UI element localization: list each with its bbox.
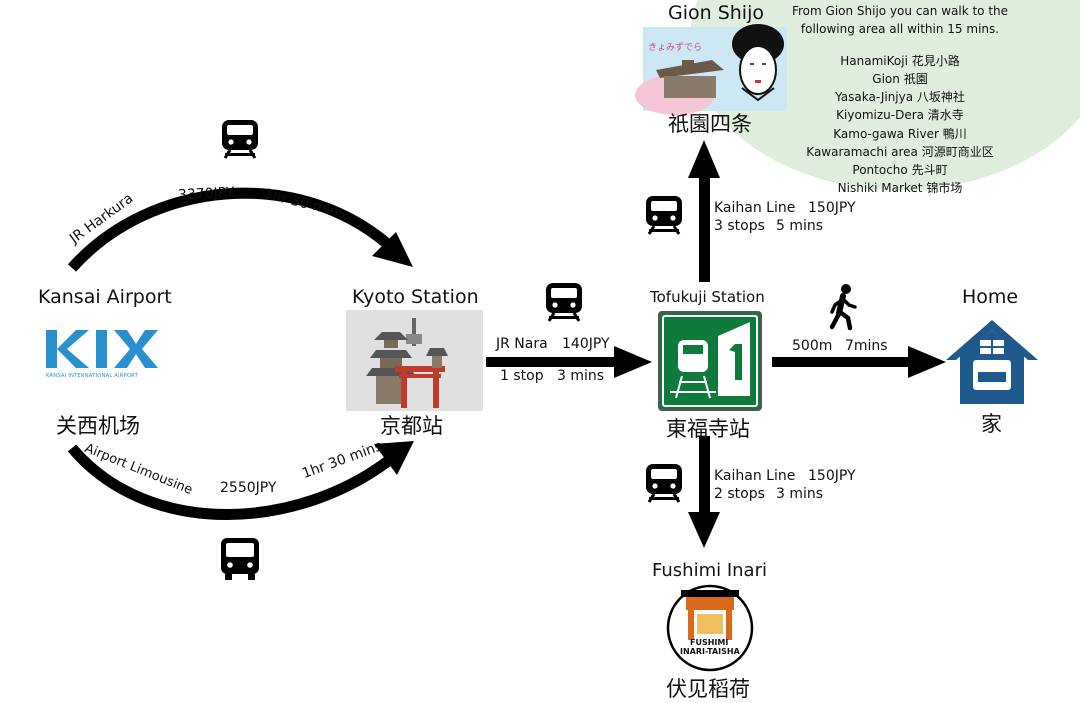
walk-time: 7mins (845, 338, 888, 354)
note-intro-line: From Gion Shijo you can walk to the (791, 4, 1009, 18)
gion-walking-note: From Gion Shijo you can walk to the foll… (780, 2, 1020, 197)
kansai-airport-label: Kansai Airport (38, 286, 172, 308)
train-icon (220, 118, 260, 160)
note-intro-line: following area all within 15 mins. (800, 22, 1000, 37)
note-place: Kawaramachi area 河源町商业区 (806, 144, 994, 159)
note-place: Yasaka-Jinjya 八坂神社 (835, 90, 965, 105)
gion-poster-text: きょみずでら (648, 43, 703, 53)
walking-person-icon (829, 284, 857, 331)
keihan-gion-arrow (699, 176, 710, 282)
house-icon (946, 320, 1038, 404)
kansai-airport-cjk: 关西机场 (56, 414, 140, 438)
jr-nara-time: 3 mins (557, 368, 605, 384)
jr-nara-stops: 1 stop (500, 368, 544, 384)
jr-nara-fare: 140JPY (562, 336, 610, 352)
note-place: Pontocho 先斗町 (852, 162, 948, 177)
station-sign-icon (658, 311, 762, 411)
jr-haruka-fare: 3370JPY (177, 184, 235, 204)
note-place: Gion 祇園 (872, 72, 928, 87)
keihan-fushimi-fare: 150JPY (808, 468, 856, 484)
kyoto-station-cjk: 京都站 (380, 414, 443, 438)
keihan-fushimi-arrow (699, 436, 710, 514)
keihan-fushimi-arrow-head (688, 512, 720, 548)
kyoto-station-label: Kyoto Station (352, 286, 479, 308)
kix-logo-subtitle: KANSAI INTERNATIONAL AIRPORT (46, 373, 138, 379)
keihan-gion-stops: 3 stops (714, 218, 765, 234)
gion-shijo-cjk: 祇園四条 (668, 112, 752, 136)
keihan-fushimi-stops: 2 stops (714, 486, 765, 502)
torii-icon (666, 584, 754, 672)
fushimi-logo-text: FUSHIMI (690, 638, 729, 647)
fushimi-inari-cjk: 伏见稻荷 (666, 677, 750, 701)
train-icon (644, 194, 684, 236)
walk-arrow (772, 357, 910, 367)
jr-nara-arrow-head (614, 346, 652, 378)
pagoda-icon (346, 310, 483, 411)
keihan-fushimi-line-label: Kaihan Line (714, 468, 796, 484)
fushimi-inari-label: Fushimi Inari (652, 560, 767, 581)
jr-haruka-arrow (67, 187, 396, 272)
keihan-gion-fare: 150JPY (808, 200, 856, 216)
note-place: Kiyomizu-Dera 清水寺 (836, 108, 964, 123)
limousine-arrow (67, 444, 396, 520)
walk-distance: 500m (792, 338, 833, 354)
keihan-gion-arrow-head (688, 140, 720, 178)
geisha-icon (732, 24, 784, 102)
bus-icon (221, 538, 259, 580)
note-place: HanamiKoji 花見小路 (840, 54, 960, 69)
jr-nara-arrow (486, 357, 616, 367)
jr-nara-line-label: JR Nara (496, 336, 548, 352)
limousine-arrow-head (374, 441, 414, 475)
train-icon (644, 462, 684, 504)
tofukuji-station-cjk: 東福寺站 (666, 417, 750, 441)
kix-logo (46, 330, 158, 368)
keihan-gion-time: 5 mins (776, 218, 824, 234)
limousine-fare: 2550JPY (220, 480, 277, 496)
home-label: Home (962, 286, 1019, 308)
tofukuji-station-label: Tofukuji Station (650, 288, 765, 306)
gion-shijo-label: Gion Shijo (668, 2, 764, 24)
home-cjk: 家 (981, 412, 1002, 436)
walk-arrow-head (908, 346, 946, 378)
note-place: Nishiki Market 锦市场 (837, 180, 963, 195)
fushimi-logo-text: INARI-TAISHA (680, 647, 740, 656)
note-place: Kamo-gawa River 鴨川 (833, 126, 967, 141)
gion-note-bubble (690, 0, 1080, 190)
keihan-gion-line-label: Kaihan Line (714, 200, 796, 216)
train-icon (544, 281, 584, 323)
keihan-fushimi-time: 3 mins (776, 486, 824, 502)
jr-haruka-arrow-head (372, 232, 413, 267)
